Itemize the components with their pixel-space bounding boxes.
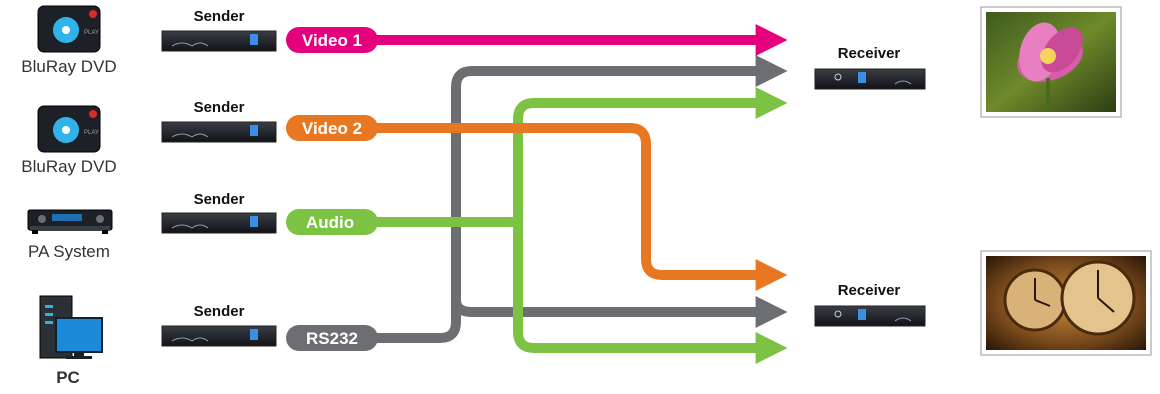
source-label-pa-system: PA System	[0, 242, 139, 262]
rs232-route-to-receiver-1	[370, 71, 762, 338]
sender-device	[162, 122, 276, 142]
pa-system-icon	[28, 210, 112, 234]
video2-route	[370, 128, 762, 275]
sender-label: Sender	[164, 99, 274, 116]
sender-label: Sender	[164, 191, 274, 208]
sender-device	[162, 326, 276, 346]
rs232-route-to-receiver-2	[456, 300, 762, 312]
source-label-pc: PC	[0, 368, 138, 388]
signal-pill-video2-label: Video 2	[302, 119, 362, 138]
sender-label: Sender	[164, 8, 274, 25]
svg-text:PLAY: PLAY	[84, 130, 99, 136]
sender-device	[162, 31, 276, 51]
receiver-label: Receiver	[814, 45, 924, 62]
source-label-bluray-1: BluRay DVD	[0, 57, 139, 77]
receiver-label: Receiver	[814, 282, 924, 299]
audio-route-to-receiver-2	[518, 222, 762, 348]
audio-route-to-receiver-1	[370, 103, 762, 222]
sender-label: Sender	[164, 303, 274, 320]
receiver-device	[815, 69, 925, 89]
bluray-player-icon: PLAY	[38, 6, 100, 52]
signal-pill-video1: Video 1	[286, 27, 378, 53]
signal-pill-audio: Audio	[286, 209, 378, 235]
clock-image	[981, 251, 1151, 355]
signal-pill-rs232: RS232	[286, 325, 378, 351]
pc-monitor-icon	[40, 296, 102, 359]
receiver-device	[815, 306, 925, 326]
lotus-flower-image	[981, 7, 1121, 117]
signal-pill-audio-label: Audio	[306, 213, 354, 232]
sender-device	[162, 213, 276, 233]
source-label-bluray-2: BluRay DVD	[0, 157, 139, 177]
signal-pill-rs232-label: RS232	[306, 329, 358, 348]
signal-pill-video2: Video 2	[286, 115, 378, 141]
bluray-player-icon: PLAY	[38, 106, 100, 152]
svg-text:PLAY: PLAY	[84, 30, 99, 36]
signal-pill-video1-label: Video 1	[302, 31, 362, 50]
